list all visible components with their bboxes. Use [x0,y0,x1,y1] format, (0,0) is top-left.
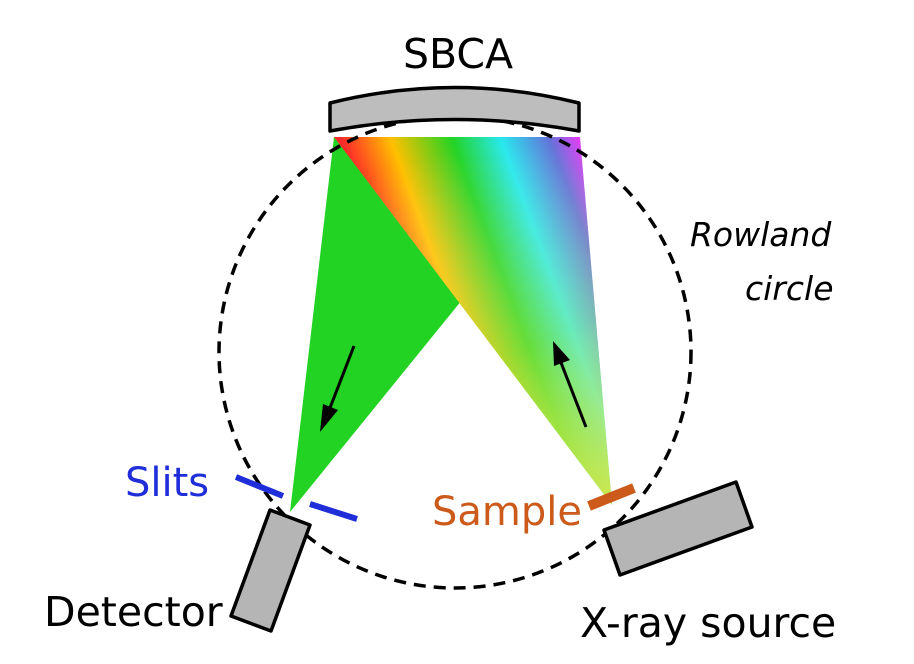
sample-label: Sample [432,489,582,535]
rowland-label-line1: Rowland [690,215,832,254]
analyzer-label: SBCA [403,30,514,78]
detector-box [229,508,312,633]
analyzer-crystal [328,85,581,133]
beam-arrow-up [553,341,588,428]
incident-beam-fade [334,137,612,505]
xray-source-label: X-ray source [580,599,837,647]
slit-left [234,474,285,499]
detector-label: Detector [44,588,223,636]
beam-arrow-down [320,345,356,432]
xray-source-box [602,480,754,577]
slits-label: Slits [125,460,210,506]
sample-plate [587,483,636,511]
slit-right [309,501,358,522]
rowland-label-line2: circle [745,269,834,308]
